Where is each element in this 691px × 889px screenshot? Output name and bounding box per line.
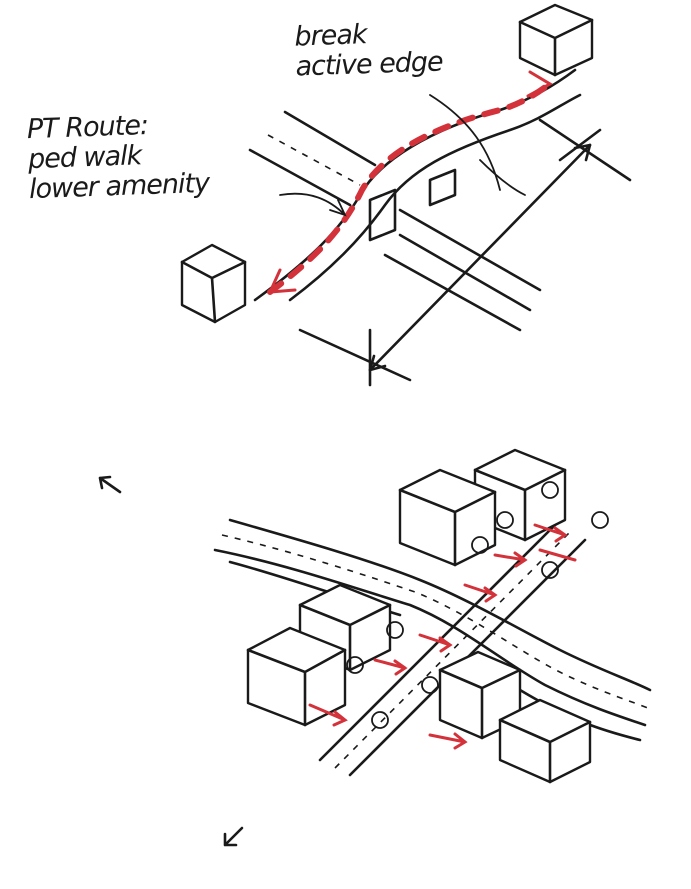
annotation-line: lower amenity — [28, 167, 210, 206]
annotation-break-active-edge: break active edge — [294, 17, 443, 82]
dimension-arrow — [298, 118, 632, 387]
bottom-sketch — [98, 448, 652, 847]
building-cube-left — [180, 243, 247, 324]
annotation-pt-route: PT Route: ped walk lower amenity — [26, 109, 209, 205]
buildings — [246, 448, 592, 784]
trees — [346, 481, 609, 729]
leader-pt-route — [279, 192, 347, 217]
building-cube-top-right — [518, 3, 594, 77]
route-arrowhead-top — [526, 70, 554, 98]
leader-break-edge — [429, 94, 501, 191]
top-sketch — [180, 3, 632, 387]
annotation-line: active edge — [295, 46, 444, 83]
pt-route-red-dashed-line — [267, 82, 551, 295]
route-arrowhead-bottom — [267, 268, 297, 294]
red-pedestrian-arrows — [308, 523, 577, 750]
north-arrow-bottom — [223, 826, 244, 847]
leader-break-edge-2 — [479, 159, 526, 196]
north-arrow-top — [98, 475, 122, 494]
